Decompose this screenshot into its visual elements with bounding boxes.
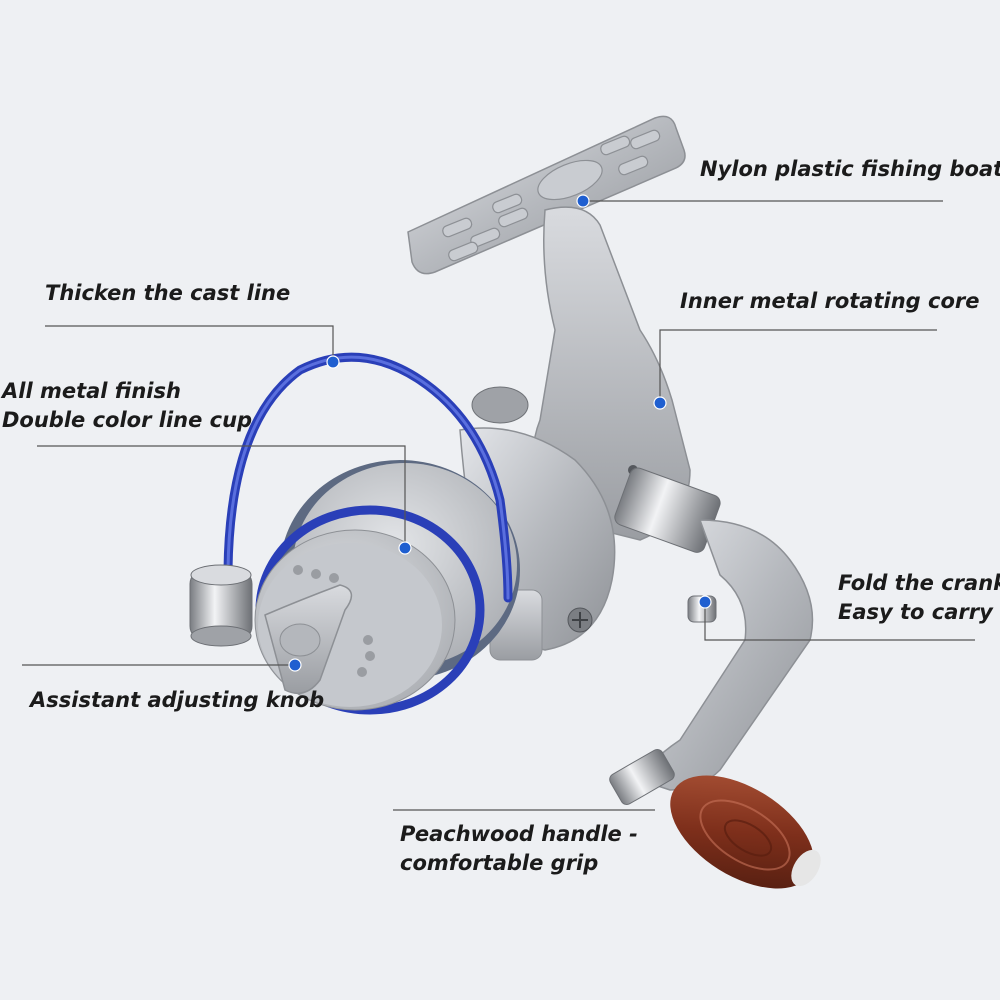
callout-adjusting-knob: Assistant adjusting knob — [30, 686, 324, 715]
callout-peachwood-handle: Peachwood handle - comfortable grip — [400, 820, 638, 878]
drag-knob — [264, 584, 353, 695]
callout-text-line-2: Easy to carry — [838, 600, 993, 624]
marker-dot-rotating-core — [653, 396, 667, 410]
leader-line-cast-line — [45, 325, 334, 362]
bail-wire — [223, 352, 513, 603]
crank-arm — [609, 467, 814, 806]
callout-text-line-1: Fold the crank — [838, 571, 1000, 595]
leader-line-fold-crank — [704, 602, 975, 641]
callout-text-line-1: Peachwood handle - — [400, 822, 638, 846]
leader-line-rotating-core — [659, 329, 937, 403]
leader-lines — [22, 200, 975, 811]
marker-dot-fold-crank — [698, 595, 712, 609]
reel-foot — [407, 115, 686, 275]
marker-dots — [288, 194, 712, 672]
marker-dot-line-cup — [398, 541, 412, 555]
callout-fold-crank: Fold the crank Easy to carry — [838, 569, 1000, 627]
marker-dot-cast-line — [326, 355, 340, 369]
callout-text: Thicken the cast line — [45, 281, 291, 305]
callout-rotating-core: Inner metal rotating core — [680, 287, 979, 316]
callout-text-line-1: All metal finish — [2, 379, 181, 403]
callout-line-cup: All metal finish Double color line cup — [2, 377, 252, 435]
marker-dot-nylon-boats — [576, 194, 590, 208]
callout-text: Assistant adjusting knob — [30, 688, 325, 712]
line-roller — [189, 564, 253, 647]
leader-line-line-cup — [37, 445, 406, 548]
peachwood-handle-knob — [670, 775, 821, 889]
marker-dot-adjusting-knob — [288, 658, 302, 672]
callout-nylon-boats: Nylon plastic fishing boats — [700, 155, 1000, 184]
callout-text: Inner metal rotating core — [680, 289, 980, 313]
callout-text: Nylon plastic fishing boats — [700, 157, 1000, 181]
callout-text-line-2: comfortable grip — [400, 851, 599, 875]
callout-text-line-2: Double color line cup — [2, 408, 253, 432]
callout-cast-line: Thicken the cast line — [45, 279, 290, 308]
reel-body — [471, 206, 691, 541]
